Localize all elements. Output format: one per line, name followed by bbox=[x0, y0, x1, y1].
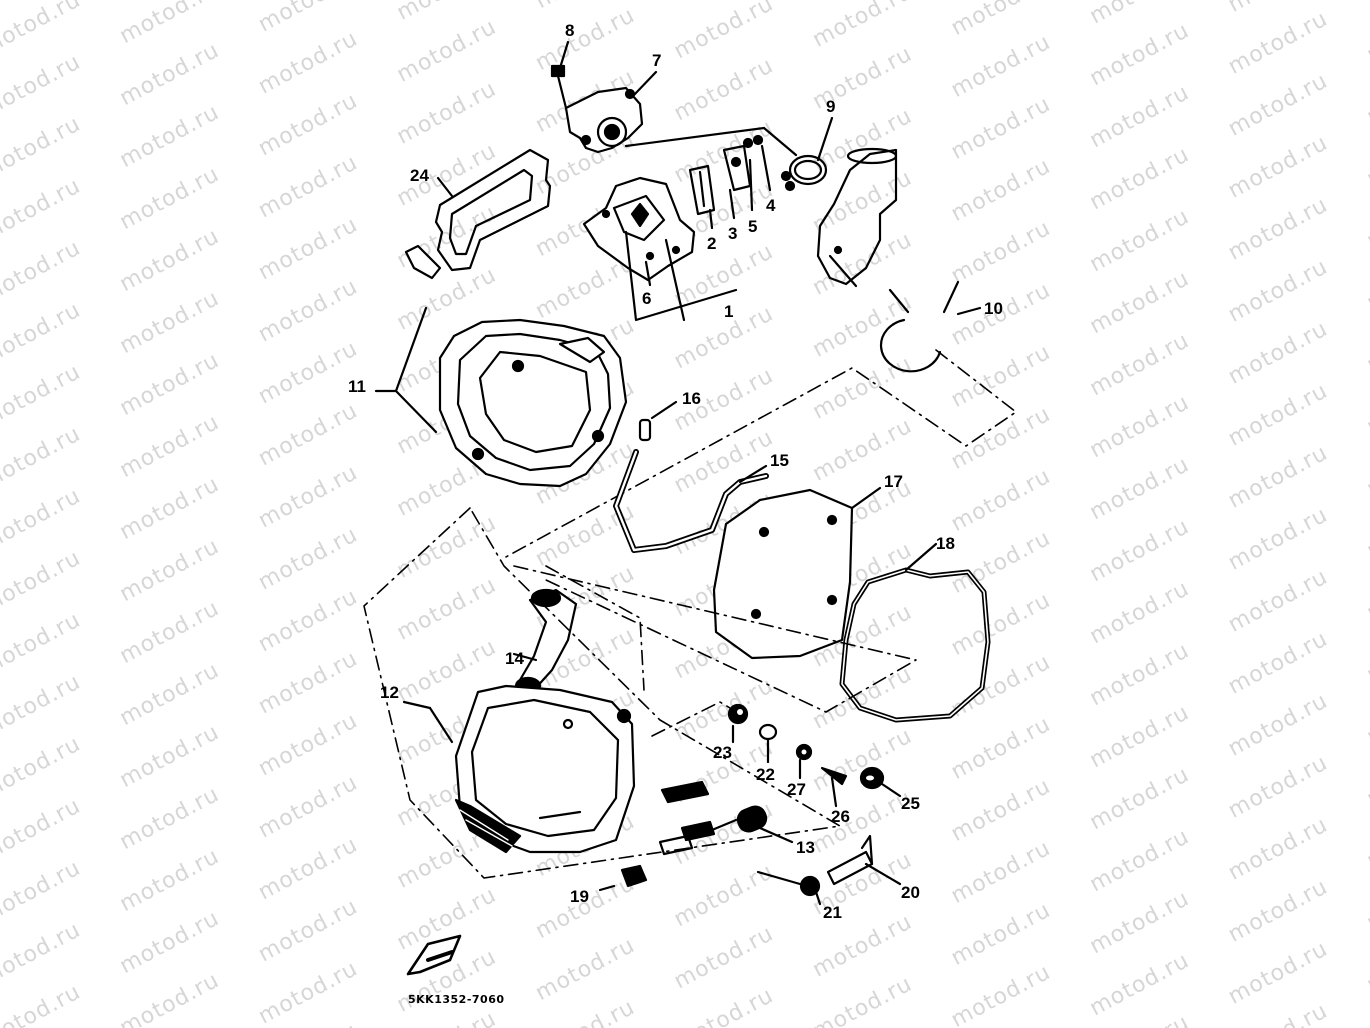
callout-14: 14 bbox=[505, 649, 524, 668]
plate-24-icon bbox=[434, 148, 552, 272]
callout-15: 15 bbox=[770, 451, 789, 470]
hose-15-icon bbox=[613, 449, 769, 553]
callout-12: 12 bbox=[380, 683, 399, 702]
callout-2: 2 bbox=[707, 234, 717, 253]
callout-3: 3 bbox=[728, 224, 738, 243]
air-cleaner-case-lower-12-icon bbox=[402, 684, 636, 854]
callout-17: 17 bbox=[884, 472, 903, 491]
callout-6: 6 bbox=[642, 289, 652, 308]
reed-plates-2-5-icon bbox=[688, 134, 772, 230]
callout-20: 20 bbox=[901, 883, 920, 902]
callout-9: 9 bbox=[826, 97, 836, 116]
grommet-23-icon bbox=[651, 701, 749, 744]
callout-5: 5 bbox=[748, 217, 758, 236]
guide-line-10 bbox=[503, 349, 1017, 559]
clip-10-icon bbox=[879, 280, 982, 373]
callout-27: 27 bbox=[787, 780, 806, 799]
screws-19-icon bbox=[538, 780, 716, 892]
washer-27-icon bbox=[795, 743, 813, 780]
guide-line-12b bbox=[545, 565, 645, 691]
intake-joint-7-icon bbox=[564, 70, 798, 157]
callout-16: 16 bbox=[682, 389, 701, 408]
callout-25: 25 bbox=[901, 794, 920, 813]
fwd-arrow-icon bbox=[406, 934, 462, 976]
clip-26-icon bbox=[820, 766, 848, 808]
callout-22: 22 bbox=[756, 765, 775, 784]
callout-21: 21 bbox=[823, 903, 842, 922]
cap-25-icon bbox=[859, 766, 902, 798]
filter-plate-17-icon bbox=[712, 486, 882, 660]
plug-13-icon bbox=[710, 805, 794, 844]
callout-18: 18 bbox=[936, 534, 955, 553]
callout-13: 13 bbox=[796, 838, 815, 857]
callout-23: 23 bbox=[713, 743, 732, 762]
diagram-code: 5KK1352-7060 bbox=[408, 993, 505, 1006]
seal-ring-18-icon bbox=[839, 542, 991, 723]
fitting-16-icon bbox=[638, 400, 678, 442]
callout-11: 11 bbox=[348, 377, 366, 396]
callout-19: 19 bbox=[570, 887, 589, 906]
collar-22-icon bbox=[758, 723, 778, 764]
hose-clamp-9-icon bbox=[780, 116, 834, 192]
reed-valve-6-icon bbox=[582, 176, 738, 322]
callout-7: 7 bbox=[652, 51, 662, 70]
intake-pipe-icon bbox=[816, 147, 898, 288]
air-cleaner-case-upper-11-icon bbox=[374, 244, 628, 488]
callout-1: 1 bbox=[724, 302, 734, 321]
callout-4: 4 bbox=[766, 196, 776, 215]
callout-8: 8 bbox=[565, 21, 575, 40]
guide-line-17 bbox=[513, 565, 917, 713]
callout-24: 24 bbox=[410, 166, 429, 185]
callout-26: 26 bbox=[831, 807, 850, 826]
guide-box-12 bbox=[363, 507, 841, 879]
callout-10: 10 bbox=[984, 299, 1003, 318]
bolt-8-icon bbox=[550, 40, 570, 110]
duct-14-icon bbox=[512, 588, 578, 696]
bracket-20-icon bbox=[826, 834, 902, 886]
plug-21-icon bbox=[756, 870, 822, 906]
